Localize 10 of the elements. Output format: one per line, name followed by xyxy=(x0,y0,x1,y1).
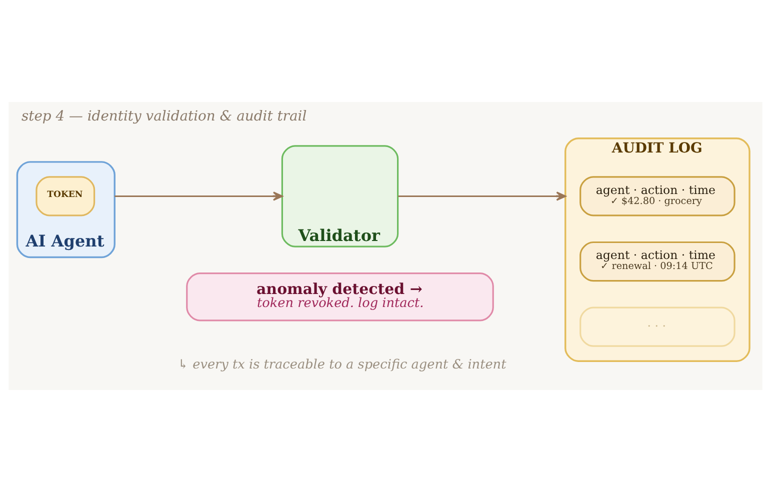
node-box: agent · action · time ✓ $42.80 · grocery xyxy=(580,176,736,216)
arrow xyxy=(114,192,283,201)
node-box: Validator xyxy=(281,145,399,248)
node-box: · · · xyxy=(580,306,736,347)
caption: ↳ every tx is traceable to a specific agent & intent xyxy=(178,358,506,373)
node-box: TOKEN xyxy=(36,176,96,216)
node-box: anomaly detected → token revoked. log intact. xyxy=(186,272,494,322)
diagram-title: step 4 — identity validation & audit trail xyxy=(21,108,307,125)
arrow xyxy=(398,192,566,201)
node-box: agent · action · time ✓ renewal · 09:14 UTC xyxy=(580,241,736,282)
